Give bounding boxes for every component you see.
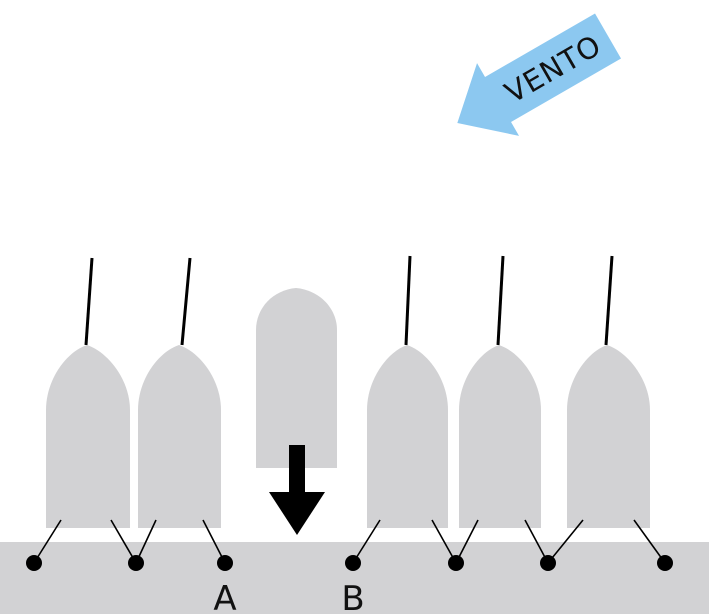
mast: [404, 255, 412, 346]
mast: [180, 257, 192, 346]
mast: [496, 255, 505, 346]
mooring-line: [33, 519, 62, 564]
cleat: [448, 555, 464, 571]
cleat-a: [217, 555, 233, 571]
mast: [84, 257, 94, 346]
cleat: [26, 555, 42, 571]
mooring-line: [524, 519, 549, 564]
mooring-line: [352, 519, 381, 564]
mooring-line: [633, 519, 666, 564]
mooring-line: [110, 519, 137, 564]
cleat: [540, 555, 556, 571]
mooring-line: [202, 519, 226, 564]
cleats: [26, 555, 673, 571]
cleat: [657, 555, 673, 571]
mooring-line: [547, 519, 584, 564]
dock: [0, 542, 709, 614]
cleat-a-label: A: [213, 579, 236, 614]
wind-arrow-icon: VENTO: [457, 13, 622, 136]
moored-boat: [33, 257, 137, 564]
mooring-line: [431, 519, 457, 564]
cleat-b: [345, 555, 361, 571]
cleat: [128, 555, 144, 571]
moored-boat: [135, 257, 226, 564]
mooring-line: [455, 519, 479, 564]
moored-boat: [547, 255, 666, 564]
moored-boat: [352, 255, 457, 564]
down-arrow-icon: [269, 445, 325, 535]
arriving-boat: [256, 288, 337, 468]
cleat-b-label: B: [341, 579, 364, 614]
mast: [604, 255, 614, 346]
moored-boat: [455, 255, 549, 564]
